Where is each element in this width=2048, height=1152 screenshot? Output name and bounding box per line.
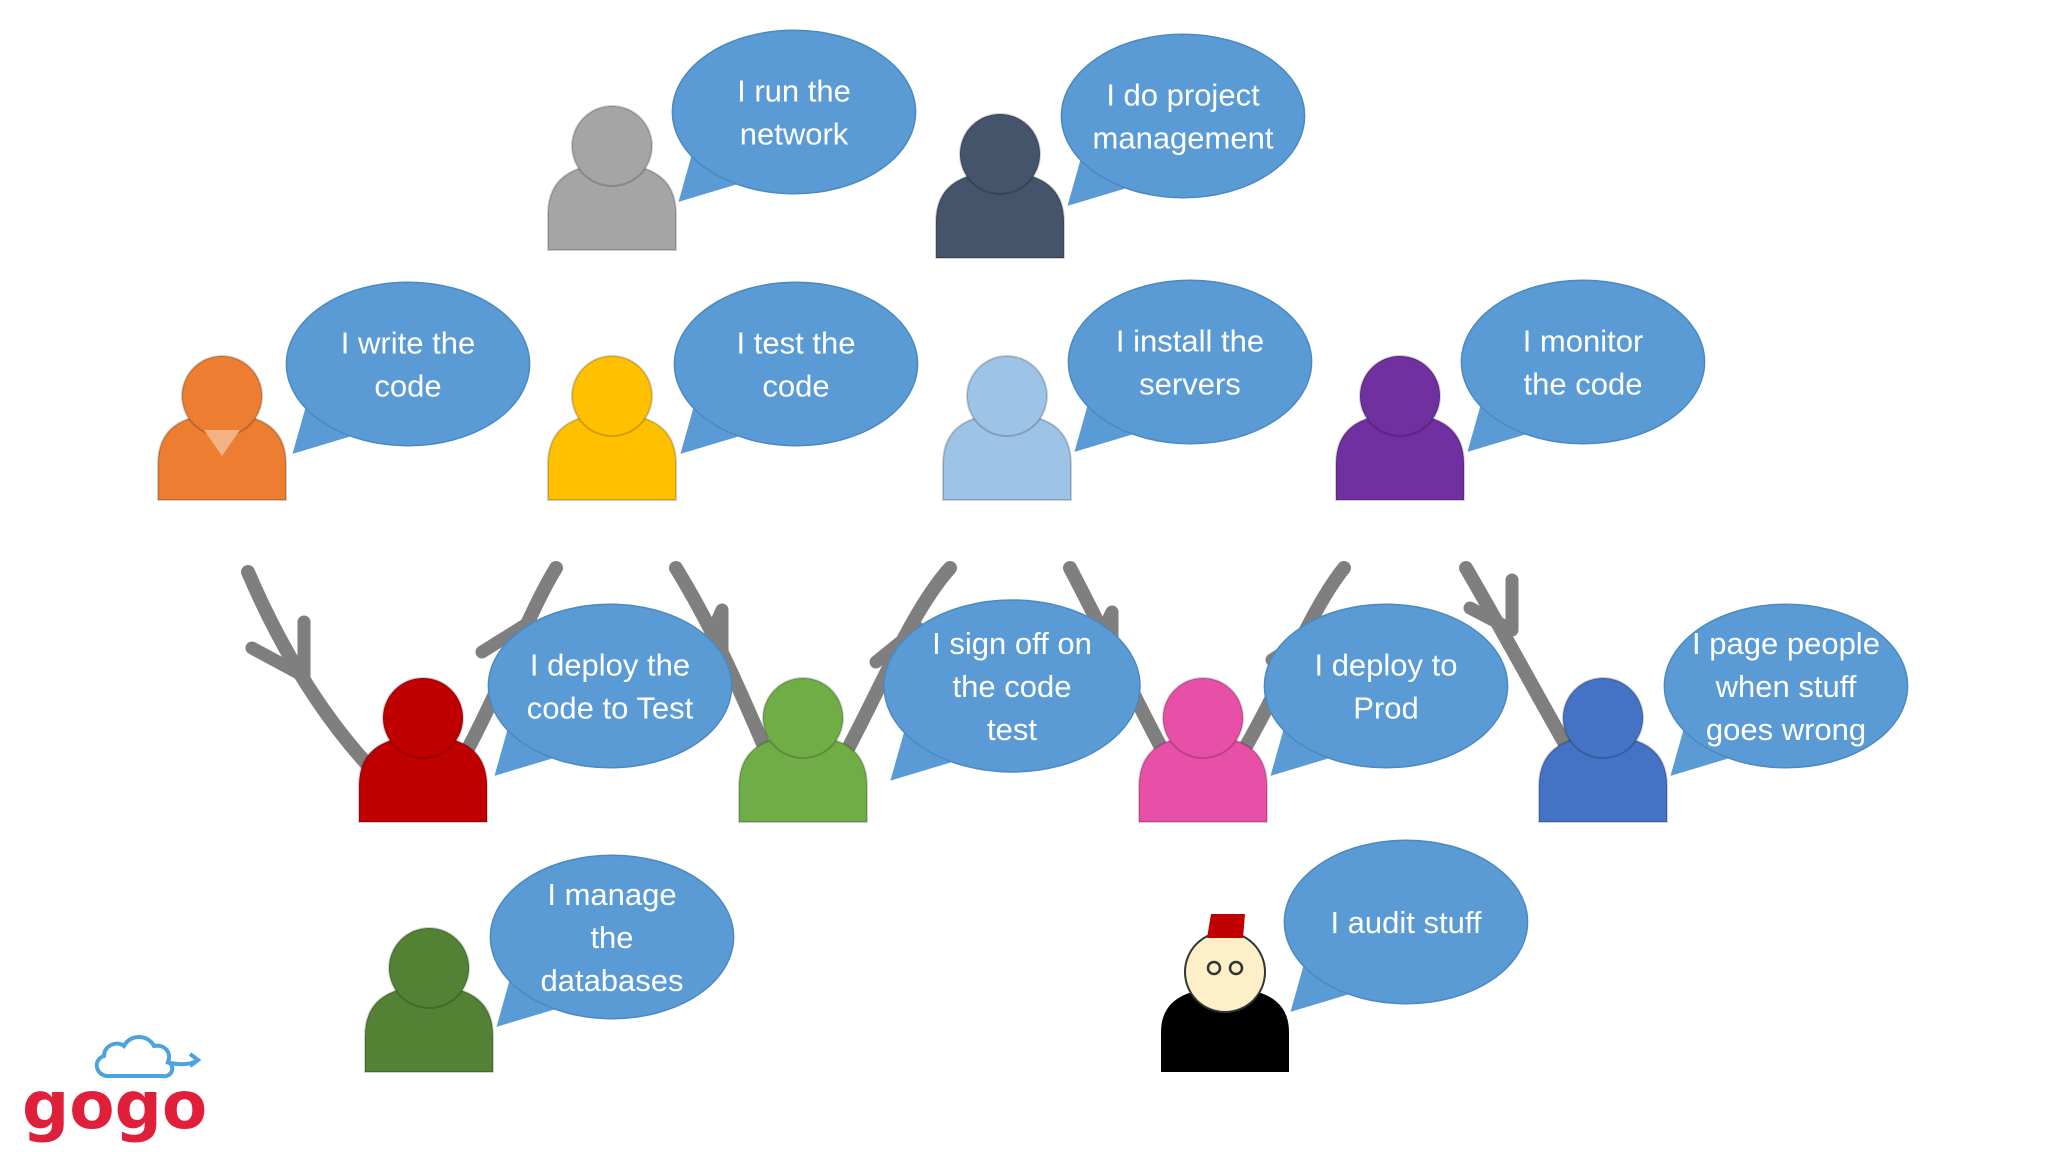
bubble-text-line: code [762,369,829,404]
bubble-text-line: network [740,117,849,152]
bubble-text-line: I page people [1692,626,1880,661]
gogo-logo: gogo [22,1035,207,1144]
bubble-text-line: goes wrong [1706,712,1866,747]
bubble-text-line: I test the [737,326,856,361]
bubble-text-line: I do project [1106,78,1260,113]
logo-wordmark: gogo [22,1067,207,1144]
person-head [1162,677,1244,759]
person-head [1359,355,1441,437]
person-tester [547,355,677,501]
person-head [1562,677,1644,759]
bubble-text-line: the code [953,669,1072,704]
person-developer [157,355,287,501]
eye-icon [1206,960,1222,976]
bubble-shape [1663,603,1909,769]
speech-bubble-server-admin: I install the servers [1067,279,1313,452]
bubble-text-line: when stuff [1715,669,1857,704]
bubble-text-line: the code [1524,367,1643,402]
person-dba [364,927,494,1073]
person-head [966,355,1048,437]
speech-bubble-on-call: I page people when stuff goes wrong [1663,603,1909,776]
bubble-shape [1067,279,1313,445]
bubble-text-line: I run the [737,74,851,109]
person-server-admin [942,355,1072,501]
bubble-text-line: the [590,920,633,955]
bubble-shape [1263,603,1509,769]
speech-bubble-monitoring: I monitor the code [1460,279,1706,452]
speech-bubble-prod-deployer: I deploy to Prod [1263,603,1509,776]
bubble-text-line: code [374,369,441,404]
speech-bubble-project-manager: I do project management [1060,33,1306,206]
people-layer [157,105,1668,1073]
person-on-call [1538,677,1668,823]
fez-hat-icon [1207,914,1245,938]
bubble-text-line: I deploy to [1314,648,1457,683]
bubble-shape [1060,33,1306,199]
bubble-text-line: servers [1139,367,1241,402]
bubble-shape [1460,279,1706,445]
speech-bubble-developer: I write the code [285,281,531,454]
person-head [181,355,263,437]
speech-bubble-auditor: I audit stuff [1283,839,1529,1012]
person-head [571,355,653,437]
speech-bubble-dba: I manage the databases [489,854,735,1027]
bubble-text-line: code to Test [527,691,694,726]
bubble-shape [883,599,1141,773]
eye-icon [1228,960,1244,976]
bubble-text-line: test [987,712,1037,747]
collar-icon [204,430,240,456]
bubble-text-line: I monitor [1523,324,1644,359]
bubble-text-line: I audit stuff [1330,905,1481,940]
speech-bubble-test-signoff: I sign off on the code test [883,599,1141,781]
person-head [388,927,470,1009]
bubble-text-line: I sign off on [932,626,1092,661]
bubble-shape [671,29,917,195]
speech-bubble-test-deployer: I deploy the code to Test [487,603,733,776]
bubble-shape [1283,839,1529,1005]
bubble-text-line: I install the [1116,324,1264,359]
person-head [1184,931,1266,1013]
person-body [1161,988,1289,1072]
person-prod-deployer [1138,677,1268,823]
workflow-arrow-segment [669,561,777,767]
person-head [382,677,464,759]
person-project-manager [935,113,1065,259]
person-auditor [1161,914,1289,1072]
arrow-head [1463,573,1519,637]
person-monitoring [1335,355,1465,501]
person-head [762,677,844,759]
cloud-icon [94,1035,202,1079]
bubble-shape [487,603,733,769]
bubble-text-line: management [1093,121,1274,156]
arrow-head [245,615,311,683]
bubble-shape [673,281,919,447]
person-head [959,113,1041,195]
person-test-signoff [738,677,868,823]
person-head [571,105,653,187]
person-network [547,105,677,251]
bubble-shape [285,281,531,447]
bubble-text-line: databases [540,963,683,998]
bubble-text-line: Prod [1353,691,1418,726]
speech-bubble-tester: I test the code [673,281,919,454]
bubble-text-line: I deploy the [530,648,690,683]
person-test-deployer [358,677,488,823]
bubble-text-line: I write the [341,326,475,361]
speech-bubble-network: I run the network [671,29,917,202]
bubble-shape [489,854,735,1020]
speech-bubbles-layer: I write the code I run the network I test th… [285,29,1909,1027]
bubble-text-line: I manage [547,877,676,912]
